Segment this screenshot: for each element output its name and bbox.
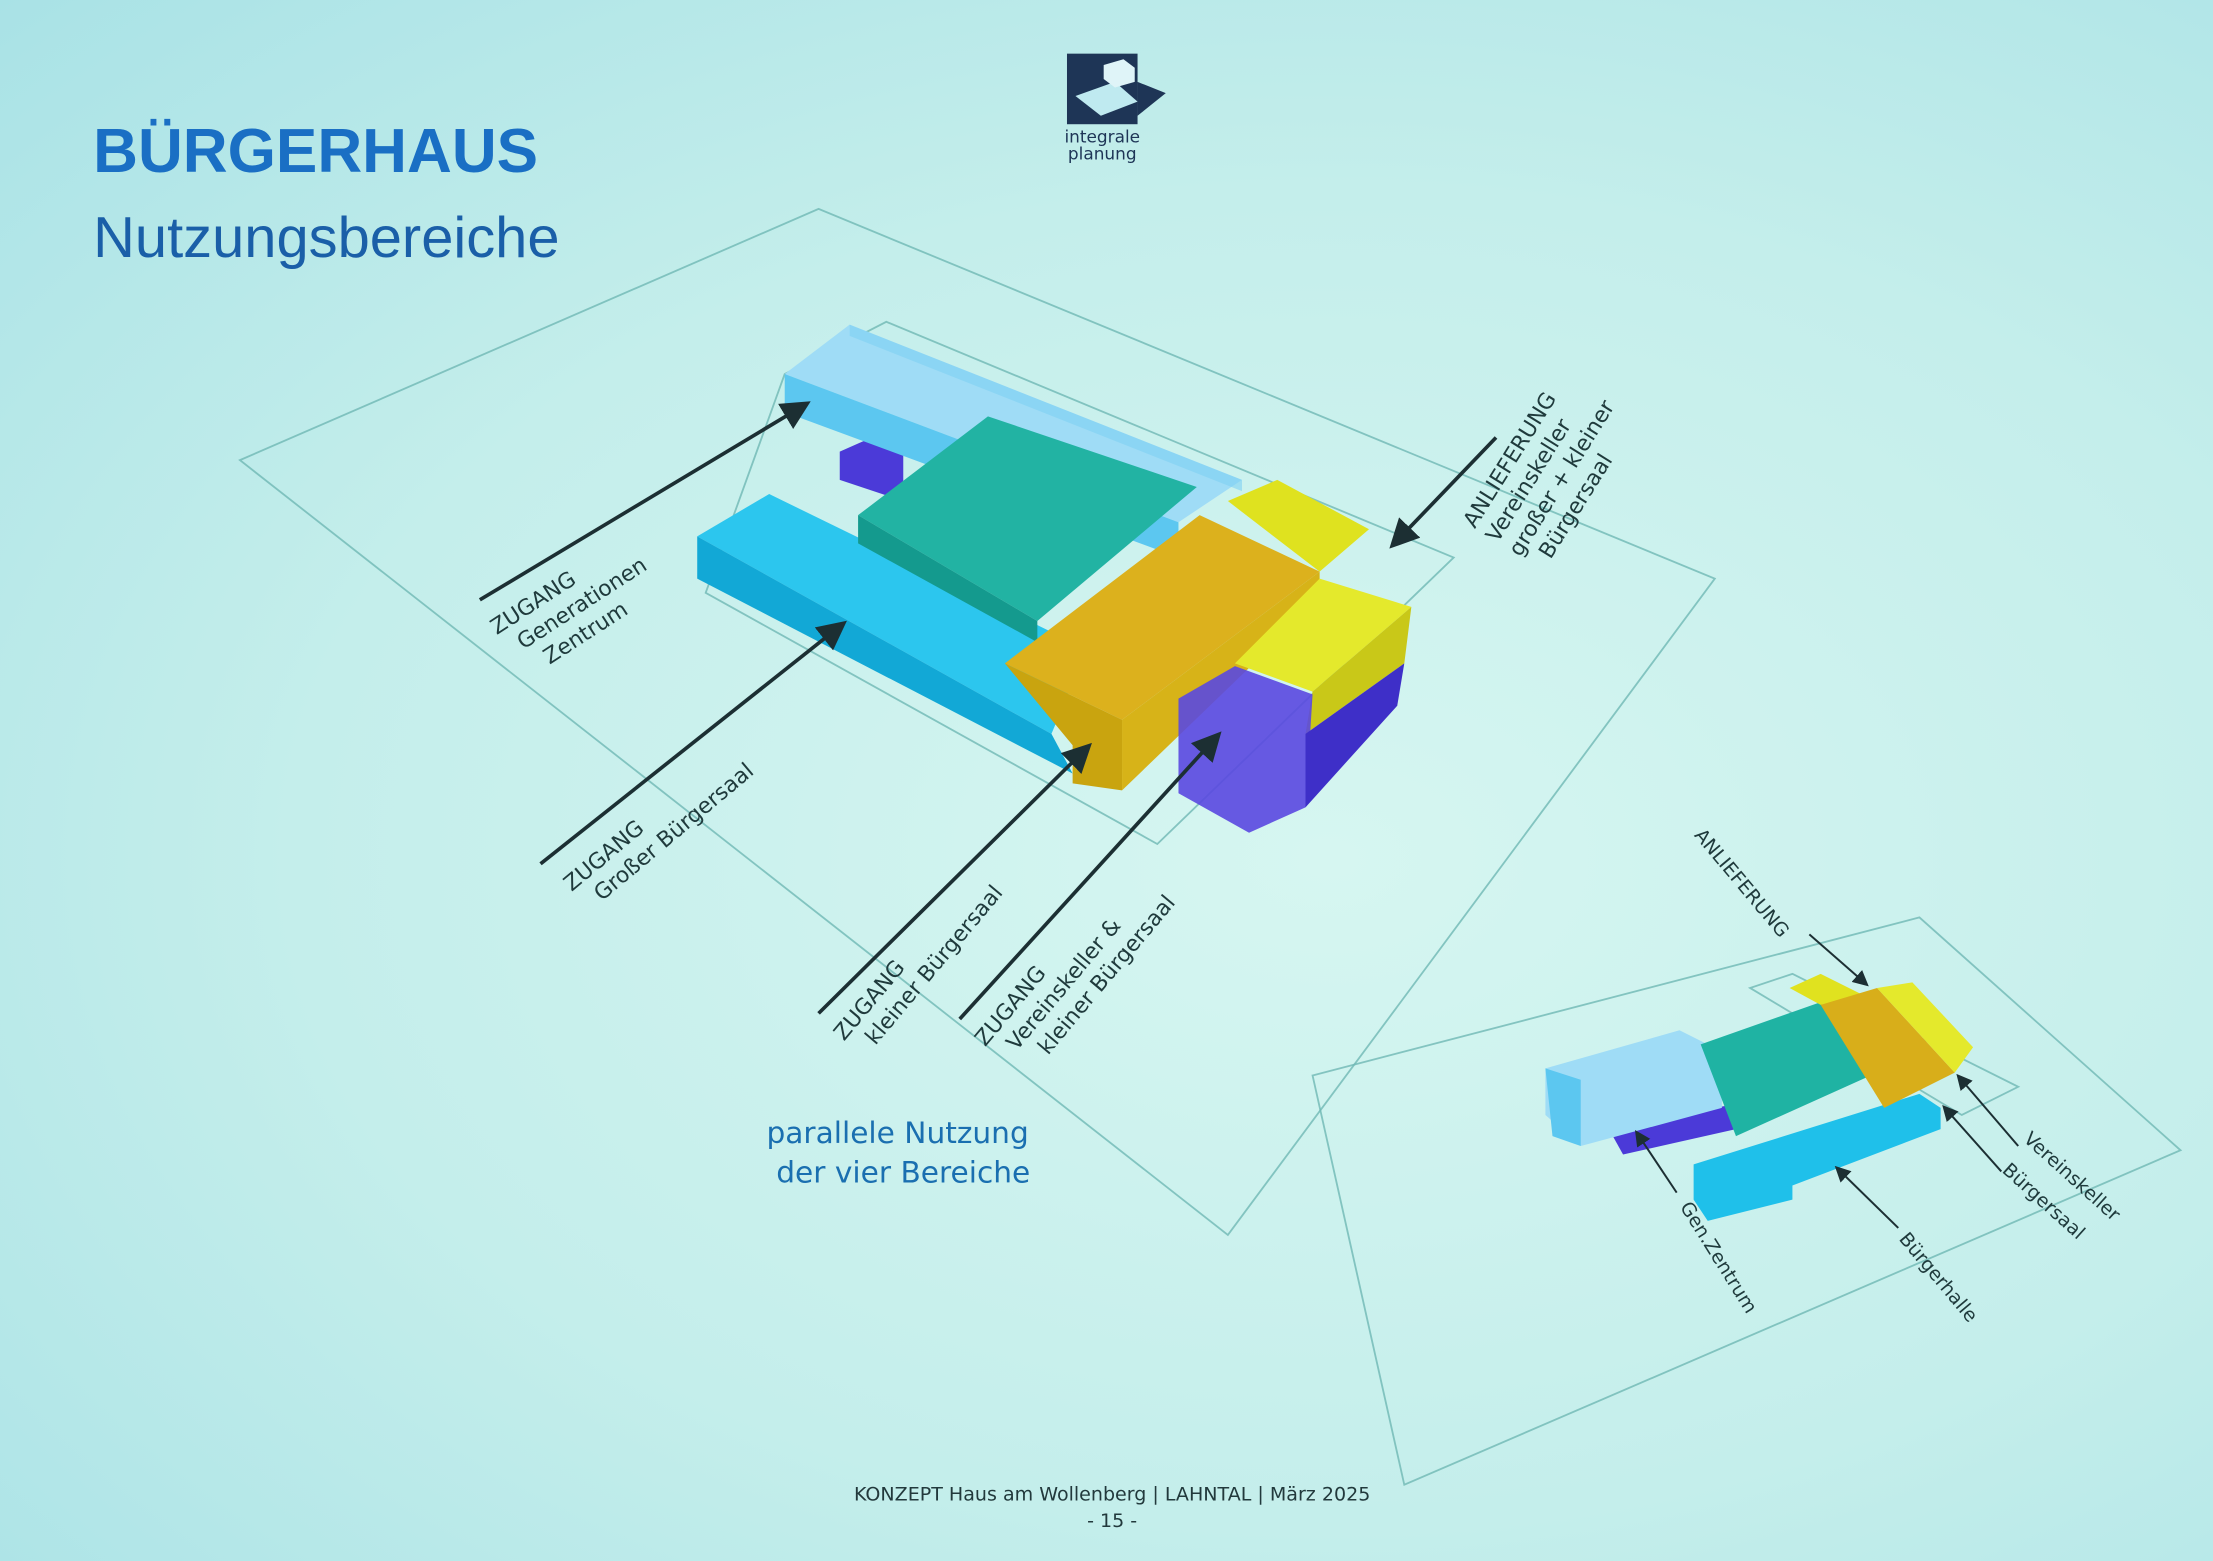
- mini-block-vereinskeller-yellow: [1877, 982, 1974, 1073]
- arrow-zugang-kleiner-buergersaal: [817, 742, 1092, 1015]
- block-vereinskeller: [1178, 666, 1313, 833]
- block-buergerhalle-front: [697, 536, 1073, 774]
- mini-diagram: ANLIEFERUNG Vereinskeller Bürgersaal Bür…: [1311, 825, 2183, 1487]
- label-zugang-grosser-buergersaal: ZUGANG Großer Bürgersaal: [559, 759, 758, 907]
- mini-block-yellow-back: [1789, 973, 1863, 1005]
- block-buergerhalle-top: [697, 493, 1087, 734]
- block-yellow-back: [1227, 479, 1370, 572]
- block-grosser-buergersaal-side: [858, 515, 1038, 643]
- label-zugang-generationen: ZUGANG Generationen Zentrum: [486, 553, 651, 670]
- arrow-zugang-generationen: [478, 401, 811, 602]
- arrow-zugang-vereinskeller: [958, 731, 1222, 1021]
- block-kleiner-buergersaal-top: [1004, 515, 1320, 720]
- label-anlieferung: ANLIEFERUNG Vereinskeller großer + klein…: [1459, 388, 1620, 563]
- mini-label-buergerhalle: Bürgerhalle: [1894, 1228, 1982, 1326]
- arrow-anlieferung: [1389, 436, 1498, 549]
- main-diagram: ZUGANG Generationen Zentrum ZUGANG Große…: [238, 207, 1717, 1237]
- mini-label-anlieferung: ANLIEFERUNG: [1690, 825, 1793, 942]
- note-line1: parallele Nutzung: [766, 1115, 1028, 1150]
- page-title: BÜRGERHAUS: [93, 117, 538, 186]
- site-plane: [238, 207, 1717, 1237]
- integrale-planung-logo: integrale planung: [1064, 53, 1166, 164]
- arrow-zugang-grosser-buergersaal: [539, 620, 847, 866]
- footer-text: KONZEPT Haus am Wollenberg | LAHNTAL | M…: [854, 1483, 1370, 1505]
- block-grosser-buergersaal-top: [858, 416, 1197, 622]
- note-line2: der vier Bereiche: [776, 1155, 1030, 1190]
- mini-block-gen-zentrum: [1545, 1030, 1722, 1147]
- logo-text-line1: integrale: [1064, 127, 1140, 147]
- page-subtitle: Nutzungsbereiche: [93, 206, 559, 270]
- logo-text-line2: planung: [1068, 144, 1137, 164]
- mini-site-plane: [1311, 916, 2183, 1487]
- mini-block-grosser-buergersaal: [1700, 1002, 1878, 1137]
- mini-block-buergerhalle: [1693, 1093, 1941, 1221]
- page-number: - 15 -: [1087, 1510, 1137, 1532]
- block-kleiner-buergersaal-side: [1004, 663, 1123, 791]
- mini-block-buergersaal: [1820, 987, 1955, 1108]
- block-yellow-right: [1234, 578, 1412, 692]
